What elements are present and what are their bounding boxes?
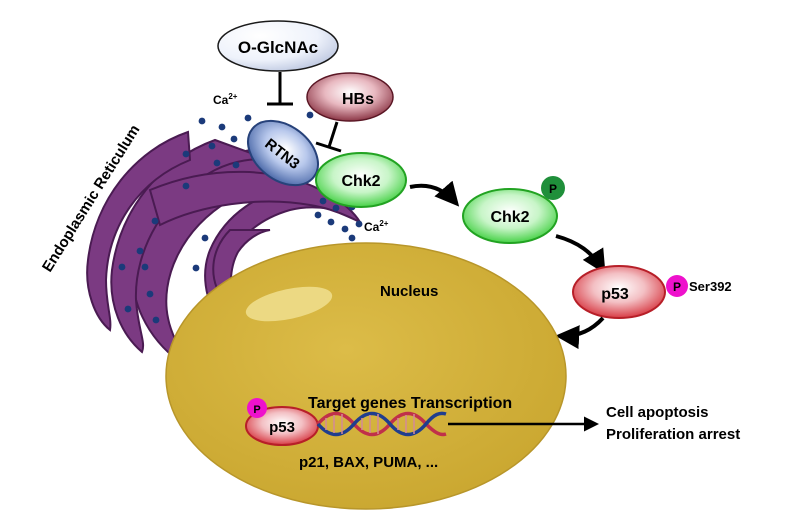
svg-text:Chk2: Chk2 bbox=[490, 209, 529, 226]
hbs-inhibition bbox=[315, 121, 342, 153]
gene-list-label: p21, BAX, PUMA, ... bbox=[299, 454, 438, 471]
endoplasmic-reticulum bbox=[86, 130, 363, 364]
chk2-phospho-badge: P bbox=[541, 176, 565, 200]
hbs-node: HBs bbox=[306, 72, 394, 122]
svg-text:p53: p53 bbox=[601, 286, 629, 303]
p53-phospho-badge: P bbox=[666, 275, 688, 297]
chk2-active-node: Chk2 bbox=[462, 188, 558, 244]
svg-text:Ca2+: Ca2+ bbox=[213, 92, 238, 107]
svg-text:P: P bbox=[673, 280, 681, 294]
rtn3-node: RTN3 bbox=[247, 119, 319, 187]
nucleus-label: Nucleus bbox=[380, 283, 438, 300]
arrow-p53-to-nucleus bbox=[555, 316, 605, 350]
o-glcnac-node: O-GlcNAc bbox=[217, 20, 339, 72]
p53-cytoplasmic-node: p53 bbox=[572, 265, 666, 319]
o-glcnac-inhibition bbox=[267, 72, 293, 106]
svg-text:Chk2: Chk2 bbox=[341, 173, 380, 190]
p53-nuclear-phospho-badge: P bbox=[247, 398, 267, 418]
svg-text:HBs: HBs bbox=[342, 91, 374, 108]
outcome-apoptosis: Cell apoptosis bbox=[606, 404, 709, 421]
svg-text:p53: p53 bbox=[269, 419, 295, 436]
dna-helix bbox=[316, 411, 447, 437]
target-genes-label: Target genes Transcription bbox=[308, 395, 512, 412]
ca-label-bottom: Ca2+ bbox=[364, 219, 389, 234]
calcium-ion-dots bbox=[118, 111, 363, 324]
svg-text:P: P bbox=[253, 404, 260, 416]
arrow-chk2-to-p53 bbox=[555, 234, 606, 275]
outcome-proliferation-arrest: Proliferation arrest bbox=[606, 426, 740, 443]
arrow-chk2-to-active-chk2 bbox=[409, 180, 460, 207]
ser392-label: Ser392 bbox=[689, 279, 732, 294]
ca-label-top: Ca2+ bbox=[213, 92, 238, 107]
svg-text:P: P bbox=[549, 182, 557, 196]
svg-text:O-GlcNAc: O-GlcNAc bbox=[238, 38, 318, 57]
chk2-er-node: Chk2 bbox=[315, 152, 407, 208]
svg-text:Ca2+: Ca2+ bbox=[364, 219, 389, 234]
